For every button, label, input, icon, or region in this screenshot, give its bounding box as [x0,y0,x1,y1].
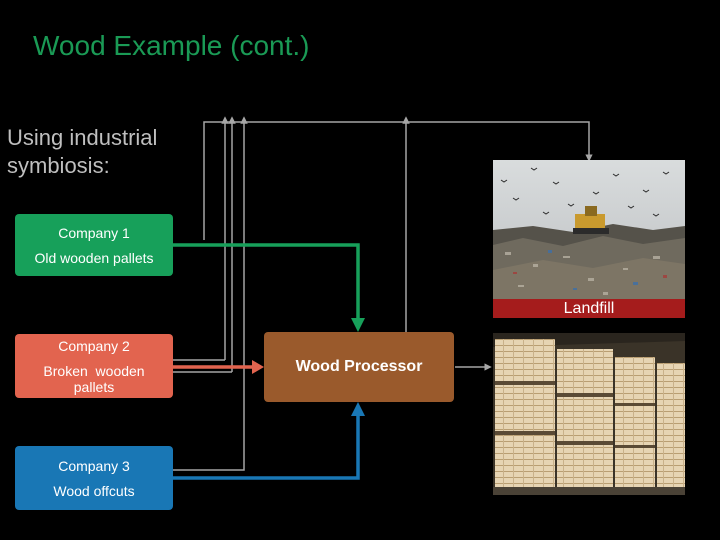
flow-company3-to-processor [173,416,360,480]
company-2-desc: Broken wooden pallets [43,363,144,395]
company-3-box: Company 3 Wood offcuts [15,446,173,510]
return-line-company1 [203,121,593,240]
company-1-name: Company 1 [58,224,130,241]
company-3-desc: Wood offcuts [53,482,135,499]
landfill-label: Landfill [493,299,685,318]
lumber-illustration [493,333,685,495]
company-2-desc-line-1: Broken wooden [43,362,145,379]
flow-company2-arrowhead [252,360,264,374]
company-3-name: Company 3 [58,457,130,474]
company-2-box: Company 2 Broken wooden pallets [15,334,173,398]
subtitle-line-1: Using industrial [7,125,158,150]
flow-company1-to-processor [173,243,360,318]
wood-processor-name: Wood Processor [295,358,423,375]
company-1-desc: Old wooden pallets [34,249,154,266]
slide-title: Wood Example (cont.) [33,30,310,61]
landfill-photo [493,160,685,318]
lumber-stacks-photo [493,333,685,495]
landfill-illustration [493,160,685,318]
subtitle-line-2: symbiosis: [7,153,110,178]
return-line-company3 [173,116,248,471]
flow-company3-arrowhead [351,402,365,416]
slide-subtitle: Using industrial symbiosis: [7,124,157,180]
company-1-box: Company 1 Old wooden pallets [15,214,173,276]
company-2-desc-line-2: pallets [73,378,115,395]
flow-company1-arrowhead [351,318,365,332]
wood-processor-box: Wood Processor [264,332,454,402]
company-2-name: Company 2 [58,337,130,354]
